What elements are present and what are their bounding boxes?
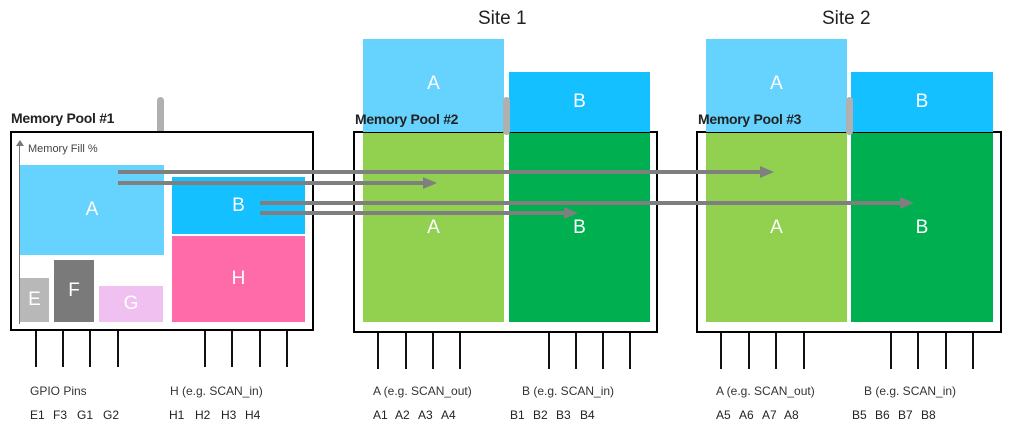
pin-line bbox=[35, 331, 37, 367]
pin-label: B5 bbox=[852, 408, 867, 422]
pin-label: B2 bbox=[533, 408, 548, 422]
pin-label: H3 bbox=[221, 408, 237, 422]
pin-line bbox=[377, 333, 379, 369]
pin-line bbox=[459, 333, 461, 369]
site2-b-group-label: B (e.g. SCAN_in) bbox=[864, 384, 957, 398]
site1-lower-b: B bbox=[509, 133, 650, 322]
pin-line bbox=[602, 333, 604, 369]
pin-label: H1 bbox=[169, 408, 185, 422]
axis-label: Memory Fill % bbox=[28, 143, 98, 155]
pin-line bbox=[405, 333, 407, 369]
pool1-block-e: E bbox=[20, 278, 49, 322]
pin-label: B1 bbox=[510, 408, 525, 422]
pool1-block-g: G bbox=[99, 286, 163, 322]
arrow-a-to-site2 bbox=[118, 166, 774, 178]
pin-line bbox=[890, 333, 892, 369]
pin-label: B7 bbox=[898, 408, 913, 422]
axis-arrow-icon bbox=[16, 140, 24, 146]
pin-line bbox=[89, 331, 91, 367]
pin-label: A7 bbox=[762, 408, 777, 422]
pin-line bbox=[803, 333, 805, 369]
arrow-b-to-site2 bbox=[260, 197, 914, 209]
arrow-b-to-site1 bbox=[260, 207, 578, 219]
pin-label: A1 bbox=[373, 408, 388, 422]
pin-line bbox=[575, 333, 577, 369]
pin-line bbox=[775, 333, 777, 369]
pool1-title: Memory Pool #1 bbox=[11, 110, 115, 126]
site2-lower-a: A bbox=[706, 133, 847, 322]
pin-line bbox=[286, 331, 288, 367]
h-group-label: H (e.g. SCAN_in) bbox=[170, 384, 263, 398]
site2-lower-b: B bbox=[851, 133, 993, 322]
pin-label: B4 bbox=[580, 408, 595, 422]
pool1-block-a: A bbox=[20, 165, 164, 255]
pool3-title: Memory Pool #3 bbox=[698, 111, 802, 127]
pin-line bbox=[720, 333, 722, 369]
pin-line bbox=[548, 333, 550, 369]
pin-label: B8 bbox=[921, 408, 936, 422]
pin-line bbox=[972, 333, 974, 369]
site1-upper-b: B bbox=[509, 72, 650, 132]
pool1-resize-handle[interactable] bbox=[157, 97, 164, 135]
pin-label: G1 bbox=[77, 408, 94, 422]
pin-line bbox=[432, 333, 434, 369]
pin-label: A3 bbox=[418, 408, 433, 422]
pin-line bbox=[748, 333, 750, 369]
pin-label: A8 bbox=[784, 408, 799, 422]
pin-label: B6 bbox=[875, 408, 890, 422]
pin-line bbox=[117, 331, 119, 367]
site1-resize-handle[interactable] bbox=[503, 97, 510, 135]
pin-label: H2 bbox=[195, 408, 211, 422]
site2-upper-a: A bbox=[706, 39, 847, 132]
pin-line bbox=[231, 331, 233, 367]
site2-a-group-label: A (e.g. SCAN_out) bbox=[716, 384, 815, 398]
pool2-title: Memory Pool #2 bbox=[355, 111, 459, 127]
pin-line bbox=[945, 333, 947, 369]
pin-label: E1 bbox=[30, 408, 45, 422]
site-2-title: Site 2 bbox=[822, 8, 871, 29]
pool1-block-h: H bbox=[172, 236, 305, 322]
pin-line bbox=[62, 331, 64, 367]
site1-b-group-label: B (e.g. SCAN_in) bbox=[522, 384, 615, 398]
pin-label: A5 bbox=[716, 408, 731, 422]
site-1-title: Site 1 bbox=[478, 8, 527, 29]
memory-fill-axis bbox=[19, 143, 20, 324]
pin-label: A6 bbox=[739, 408, 754, 422]
pool1-block-b: B bbox=[172, 177, 305, 234]
pin-line bbox=[259, 331, 261, 367]
gpio-group-label: GPIO Pins bbox=[30, 384, 87, 398]
pool1-block-f: F bbox=[54, 260, 94, 322]
site2-resize-handle[interactable] bbox=[846, 97, 853, 135]
pin-label: H4 bbox=[245, 408, 261, 422]
site1-a-group-label: A (e.g. SCAN_out) bbox=[373, 384, 472, 398]
site1-lower-a: A bbox=[363, 133, 504, 322]
pin-line bbox=[917, 333, 919, 369]
pin-label: B3 bbox=[556, 408, 571, 422]
pin-line bbox=[204, 331, 206, 367]
arrow-a-to-site1 bbox=[118, 177, 437, 189]
pin-line bbox=[629, 333, 631, 369]
site2-upper-b: B bbox=[851, 72, 993, 132]
pin-label: A2 bbox=[395, 408, 410, 422]
pin-label: A4 bbox=[441, 408, 456, 422]
site1-upper-a: A bbox=[363, 39, 504, 132]
pin-label: G2 bbox=[103, 408, 120, 422]
pin-label: F3 bbox=[53, 408, 68, 422]
